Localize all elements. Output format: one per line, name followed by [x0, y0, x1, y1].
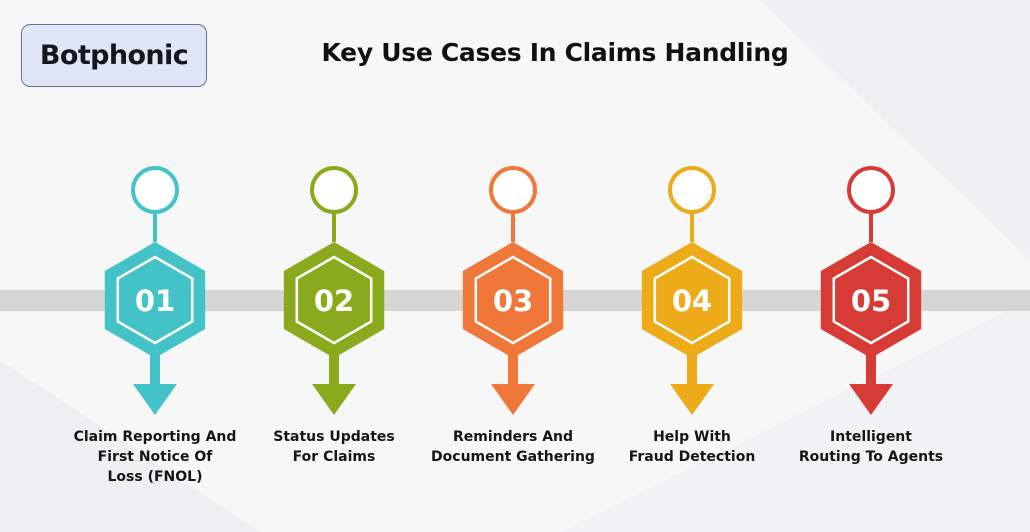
step-top-circle: [668, 166, 716, 214]
step-label-line: Help With: [653, 429, 731, 445]
step-arrow-head: [312, 384, 356, 415]
step-arrow-stem: [866, 354, 876, 386]
step-inner-hexagon: [116, 255, 194, 345]
step-inner-hexagon: [474, 255, 552, 345]
step-number: 02: [314, 284, 354, 318]
step-label-line: Document Gathering: [431, 449, 595, 465]
step-label-line: Status Updates: [273, 429, 395, 445]
step-label-line: Intelligent: [830, 429, 912, 445]
step-arrow-stem: [329, 354, 339, 386]
step-arrow-stem: [687, 354, 697, 386]
step-label-line: For Claims: [292, 449, 376, 465]
step-label-line: Loss (FNOL): [107, 469, 203, 485]
step-4: 04: [641, 166, 743, 415]
step-1: 01: [104, 166, 206, 415]
step-number: 04: [672, 284, 712, 318]
logo-text: Botphonic: [39, 40, 189, 71]
step-top-circle: [847, 166, 895, 214]
step-label-line: First Notice Of: [97, 449, 213, 465]
step-5: 05: [820, 166, 922, 415]
step-arrow-head: [849, 384, 893, 415]
step-3: 03: [462, 166, 564, 415]
step-number: 05: [851, 284, 891, 318]
step-top-circle: [131, 166, 179, 214]
step-label-line: Reminders And: [452, 429, 574, 445]
step-label-line: Routing To Agents: [798, 449, 944, 465]
step-inner-hexagon: [832, 255, 910, 345]
page-title: Key Use Cases In Claims Handling: [321, 38, 789, 67]
step-arrow-head: [133, 384, 177, 415]
step-arrow-stem: [150, 354, 160, 386]
step-number: 01: [135, 284, 175, 318]
step-number: 03: [493, 284, 533, 318]
step-arrow-stem: [508, 354, 518, 386]
step-label-line: Fraud Detection: [628, 449, 756, 465]
step-label-line: Claim Reporting And: [73, 429, 237, 445]
step-top-circle: [310, 166, 358, 214]
step-arrow-head: [670, 384, 714, 415]
step-top-circle: [489, 166, 537, 214]
botphonic-logo: Botphonic: [21, 24, 207, 87]
step-inner-hexagon: [295, 255, 373, 345]
step-inner-hexagon: [653, 255, 731, 345]
step-2: 02: [283, 166, 385, 415]
step-arrow-head: [491, 384, 535, 415]
